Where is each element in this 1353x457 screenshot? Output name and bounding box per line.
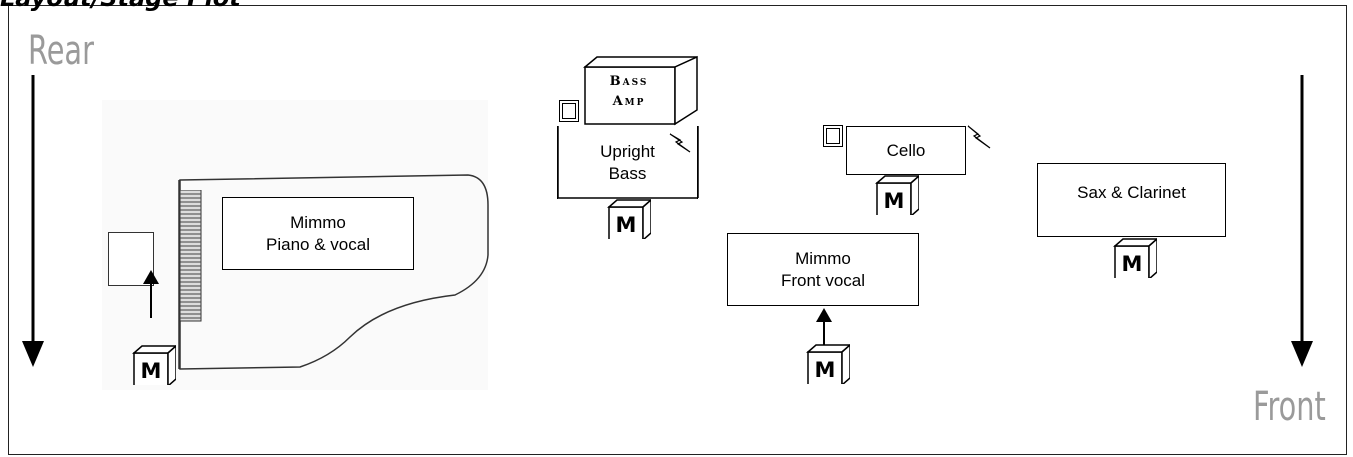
upright-bass-box: Upright Bass	[557, 126, 698, 199]
front-vocal-mic-arrow	[816, 308, 832, 348]
mic-label: M	[141, 359, 162, 383]
upright-bass-frame	[557, 126, 699, 199]
bass-amp-icon	[583, 55, 698, 126]
grand-piano-outline	[178, 174, 489, 370]
mic-icon-front-vocal: M	[806, 344, 850, 384]
bass-cable-icon	[669, 133, 691, 153]
bass-amp-line2: Amp	[612, 94, 646, 109]
piano-keyboard	[180, 190, 202, 322]
front-label: Front	[1253, 384, 1326, 430]
bass-amp-line1: Bass	[609, 74, 649, 89]
mic-label: M	[884, 189, 905, 213]
upright-bass-line2: Bass	[608, 163, 647, 183]
piano-vocal-box: Mimmo Piano & vocal	[222, 197, 414, 270]
upright-bass-line1: Upright	[600, 141, 655, 161]
stage-plot-frame	[8, 5, 1347, 455]
mic-icon-cello: M	[875, 175, 919, 215]
mic-icon-piano: M	[132, 345, 176, 385]
front-vocal-box: Mimmo Front vocal	[727, 233, 919, 306]
mic-label: M	[815, 358, 836, 382]
rear-label: Rear	[28, 28, 94, 74]
piano-role: Piano & vocal	[266, 234, 370, 254]
sax-clarinet-label: Sax & Clarinet	[1077, 183, 1186, 202]
mic-icon-sax: M	[1113, 238, 1157, 278]
mic-icon-bass: M	[607, 199, 651, 239]
front-vocal-name: Mimmo	[795, 248, 851, 268]
mic-label: M	[616, 213, 637, 237]
front-vocal-role: Front vocal	[780, 270, 866, 290]
cello-label: Cello	[886, 140, 926, 160]
rear-to-front-arrow-left	[22, 75, 44, 367]
piano-bench	[108, 232, 154, 286]
page-title: Layout/Stage Plot	[0, 0, 241, 12]
piano-player-name: Mimmo	[290, 212, 346, 232]
cello-box: Cello	[846, 126, 966, 175]
piano-mic-arrow	[143, 270, 159, 318]
sax-clarinet-box: Sax & Clarinet	[1037, 163, 1226, 237]
bass-monitor-icon	[559, 100, 579, 122]
cello-cable-icon	[967, 125, 991, 149]
mic-label: M	[1122, 252, 1143, 276]
rear-to-front-arrow-right	[1291, 75, 1313, 367]
bass-amp-label: Bass Amp	[587, 72, 671, 112]
cello-monitor-icon	[823, 125, 843, 147]
